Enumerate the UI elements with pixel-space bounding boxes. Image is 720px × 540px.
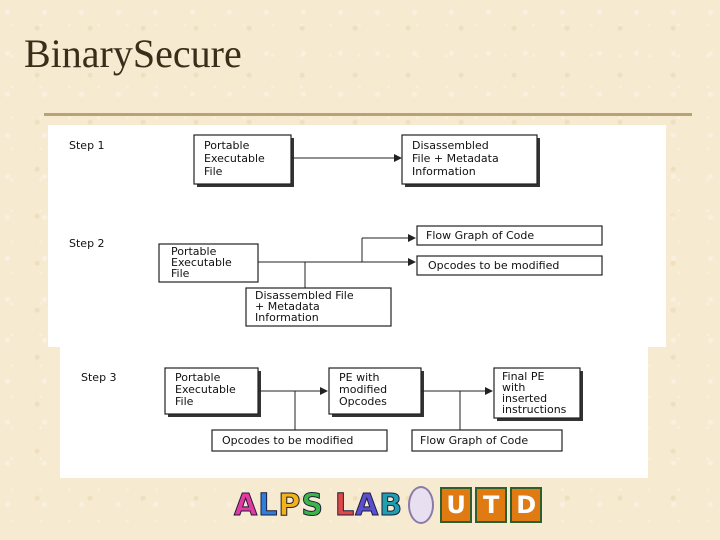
alps-letter: L bbox=[334, 487, 355, 523]
step3-opcodes-box: Opcodes to be modified bbox=[211, 429, 388, 452]
step2-pe-box: Portable Executable File bbox=[158, 243, 259, 283]
step1-disassembled-box: Disassembled File + Metadata Information bbox=[401, 134, 540, 187]
alps-spacer bbox=[324, 488, 334, 523]
step1-pe-line2: Executable bbox=[204, 152, 265, 165]
utd-letter: D bbox=[510, 487, 543, 523]
step2-pe-line3: File bbox=[171, 267, 190, 280]
step2-dis-line2: + Metadata bbox=[255, 300, 320, 313]
alps-letter: A bbox=[355, 487, 379, 523]
step2-pe-line2: Executable bbox=[171, 256, 232, 269]
step3-mod-line2: modified bbox=[339, 383, 387, 396]
step3-final-line3: inserted bbox=[502, 392, 547, 405]
step2-opcodes-box: Opcodes to be modified bbox=[416, 255, 603, 276]
step3-final-box: Final PE with inserted instructions bbox=[493, 367, 583, 421]
title-divider bbox=[44, 113, 692, 116]
step3-opcodes-text: Opcodes to be modified bbox=[222, 434, 353, 447]
step2-dis-line3: Information bbox=[255, 311, 319, 324]
step1-label: Step 1 bbox=[69, 139, 105, 152]
alps-letter: P bbox=[278, 487, 301, 523]
step3-final-line4: instructions bbox=[502, 403, 567, 416]
step3-mod-line1: PE with bbox=[339, 371, 379, 384]
alps-letter: B bbox=[379, 487, 403, 523]
step1-pe-line1: Portable bbox=[204, 139, 250, 152]
step2-flow-box: Flow Graph of Code bbox=[416, 225, 603, 246]
slide-title: BinarySecure bbox=[24, 31, 242, 76]
step2-opcodes-text: Opcodes to be modified bbox=[428, 259, 559, 272]
step3-label: Step 3 bbox=[81, 371, 117, 384]
alps-letter: L bbox=[258, 487, 278, 523]
step3-pe-line1: Portable bbox=[175, 371, 221, 384]
alps-lab-wordmark: A L P S L A B bbox=[233, 487, 403, 523]
utd-letter: U bbox=[440, 487, 473, 523]
step2-flow-text: Flow Graph of Code bbox=[426, 229, 534, 242]
university-seal-icon bbox=[408, 486, 435, 524]
step3-pe-line2: Executable bbox=[175, 383, 236, 396]
alps-letter: S bbox=[301, 487, 324, 523]
step2-label: Step 2 bbox=[69, 237, 105, 250]
step1-dis-line2: File + Metadata bbox=[412, 152, 499, 165]
alps-letter: A bbox=[233, 487, 258, 523]
step3-modified-box: PE with modified Opcodes bbox=[328, 367, 424, 417]
step1-dis-line1: Disassembled bbox=[412, 139, 489, 152]
step3-flow-text: Flow Graph of Code bbox=[420, 434, 528, 447]
step1-pe-line3: File bbox=[204, 165, 223, 178]
step3-mod-line3: Opcodes bbox=[339, 395, 387, 408]
step1-pe-box: Portable Executable File bbox=[193, 134, 294, 187]
utd-wordmark: U T D bbox=[440, 487, 543, 523]
utd-letter: T bbox=[475, 487, 508, 523]
alps-lab-utd-logo: A L P S L A B U T D bbox=[233, 486, 543, 524]
step3-final-line2: with bbox=[502, 381, 525, 394]
step1-dis-line3: Information bbox=[412, 165, 476, 178]
step2-dis-line1: Disassembled File bbox=[255, 289, 354, 302]
step2-disassembled-box: Disassembled File + Metadata Information bbox=[245, 287, 392, 327]
step3-final-line1: Final PE bbox=[502, 370, 544, 383]
step3-flow-box: Flow Graph of Code bbox=[411, 429, 563, 452]
step2-pe-line1: Portable bbox=[171, 245, 217, 258]
step3-pe-line3: File bbox=[175, 395, 194, 408]
step3-pe-box: Portable Executable File bbox=[164, 367, 261, 417]
